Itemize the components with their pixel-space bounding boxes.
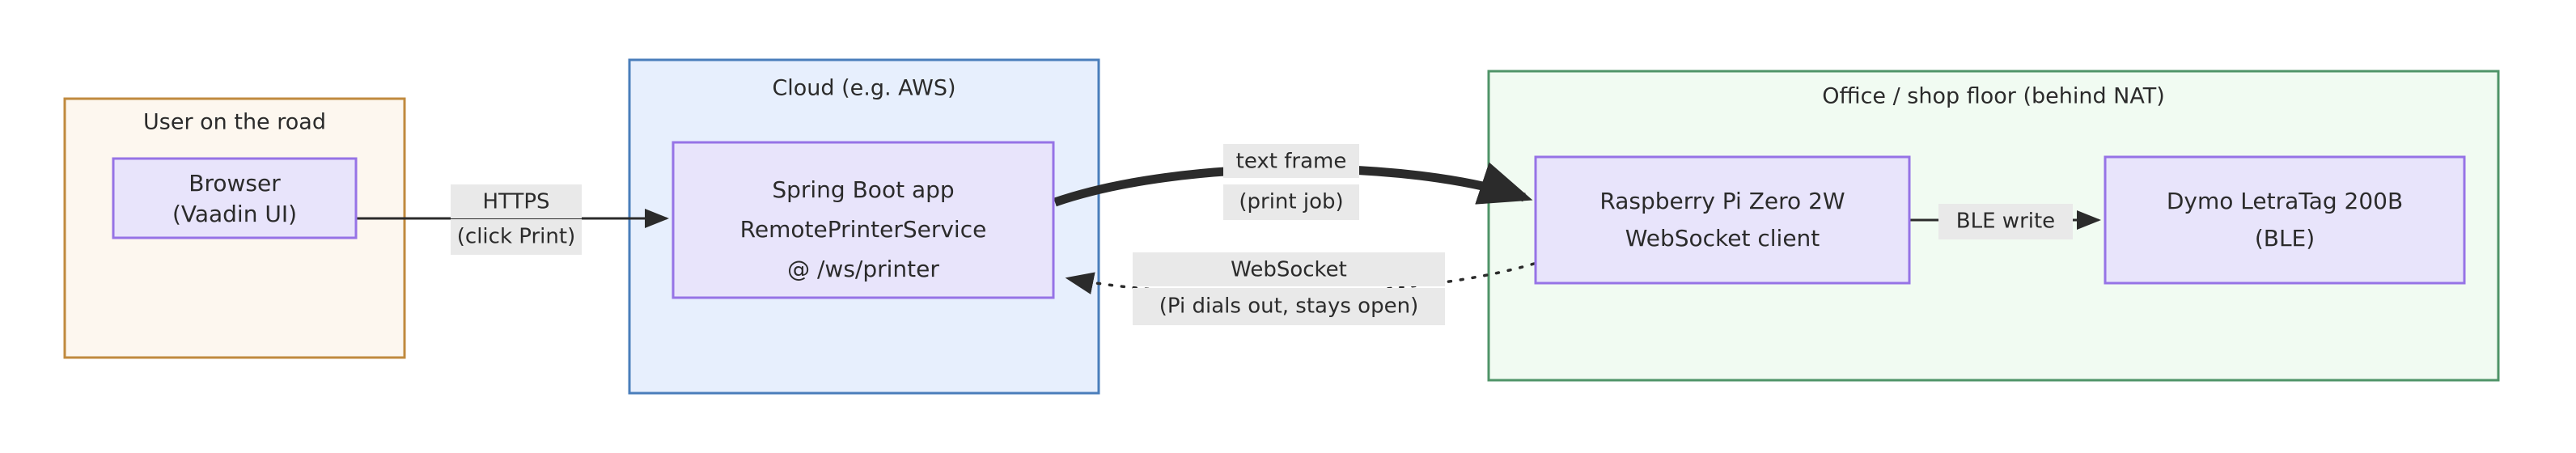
node-pi-line-2: WebSocket client — [1625, 225, 1820, 252]
node-browser[interactable]: Browser (Vaadin UI) — [112, 157, 358, 239]
edge-label-textframe-bg-top — [1223, 144, 1359, 178]
node-spring-line-2: RemotePrinterService — [740, 216, 987, 243]
edge-label-websocket-bg-bottom — [1133, 288, 1445, 325]
node-dymo-printer[interactable]: Dymo LetraTag 200B (BLE) — [2104, 155, 2466, 285]
edge-label-text-frame: text frame (print job) — [1223, 144, 1359, 220]
node-dymo-rect — [2104, 155, 2466, 285]
edge-label-blewrite-bg — [1938, 204, 2073, 239]
edge-label-https-line-2: (click Print) — [457, 225, 575, 249]
node-spring-line-3: @ /ws/printer — [787, 256, 939, 282]
edge-label-https-bg-top — [451, 184, 582, 218]
group-office-title: Office / shop floor (behind NAT) — [1822, 84, 2165, 109]
edge-label-ble-write: BLE write — [1938, 204, 2073, 239]
node-dymo-line-2: (BLE) — [2255, 225, 2315, 252]
edge-line-websocket — [1065, 262, 1536, 295]
edge-label-https: HTTPS (click Print) — [451, 184, 582, 255]
node-pi-line-1: Raspberry Pi Zero 2W — [1599, 188, 1845, 214]
edge-label-https-line-1: HTTPS — [482, 190, 549, 214]
group-cloud-title: Cloud (e.g. AWS) — [772, 76, 955, 101]
edge-label-websocket-line-2: (Pi dials out, stays open) — [1159, 294, 1418, 319]
edge-label-textframe-bg-bottom — [1223, 184, 1359, 220]
edge-label-textframe-line-2: (print job) — [1239, 190, 1343, 214]
node-pi-rect — [1534, 155, 1911, 285]
node-browser-rect — [112, 157, 358, 239]
edge-label-blewrite-text: BLE write — [1956, 210, 2055, 234]
node-browser-line-1: Browser — [189, 170, 281, 197]
edge-label-websocket-line-1: WebSocket — [1231, 258, 1347, 282]
group-user-title: User on the road — [143, 110, 326, 135]
edge-label-websocket: WebSocket (Pi dials out, stays open) — [1133, 252, 1445, 325]
edge-label-websocket-bg-top — [1133, 252, 1445, 286]
node-spring-line-1: Spring Boot app — [772, 176, 954, 203]
edge-pi-to-spring[interactable] — [1065, 262, 1536, 295]
edge-label-https-bg-bottom — [451, 219, 582, 255]
node-raspberry-pi[interactable]: Raspberry Pi Zero 2W WebSocket client — [1534, 155, 1911, 285]
node-dymo-line-1: Dymo LetraTag 200B — [2167, 188, 2403, 214]
edge-label-textframe-line-1: text frame — [1236, 150, 1347, 174]
node-spring-boot-app[interactable]: Spring Boot app RemotePrinterService @ /… — [672, 141, 1055, 299]
node-browser-line-2: (Vaadin UI) — [172, 201, 297, 227]
node-spring-rect — [672, 141, 1055, 299]
